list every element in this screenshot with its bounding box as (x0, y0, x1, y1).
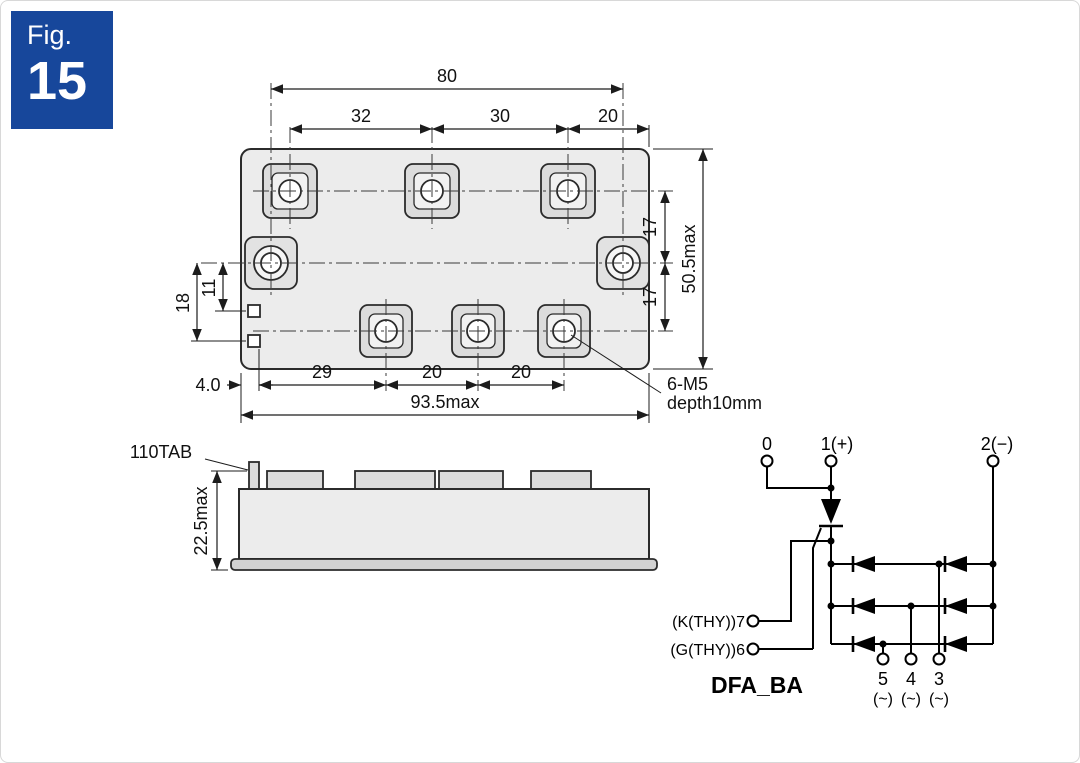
terminal-4-label: 4 (906, 669, 916, 689)
tab-label: 110TAB (130, 442, 192, 462)
dim-bottom-seg3: 20 (511, 362, 531, 382)
terminal-5-label: 5 (878, 669, 888, 689)
faston-tab-2 (247, 334, 261, 348)
diode-6 (943, 636, 967, 652)
tab-leader (204, 458, 249, 471)
terminal-3-pin (932, 652, 946, 666)
terminal-block-side-4 (530, 470, 592, 490)
terminal-block-side-1 (266, 470, 324, 490)
ac-mark-5: (~) (873, 691, 893, 708)
figure-badge: Fig. 15 (11, 11, 113, 129)
diode-5 (851, 636, 875, 652)
terminal-block-side-3 (438, 470, 504, 490)
dim-right-lower: 17 (640, 287, 660, 307)
diode-3 (851, 598, 875, 614)
terminal-6-pin (746, 642, 760, 656)
terminal-4-pin (904, 652, 918, 666)
dim-bottom-seg2: 20 (422, 362, 442, 382)
thyristor-symbol (819, 499, 843, 528)
terminal-block-side-2 (354, 470, 436, 490)
dim-left-inner: 11 (199, 279, 219, 298)
terminal-7-label: (K(THY))7 (672, 614, 745, 631)
terminal-6-label: (G(THY))6 (670, 642, 745, 659)
baseplate-side (230, 558, 658, 571)
dim-side-height: 22.5max (191, 486, 211, 555)
ac-mark-4: (~) (901, 691, 921, 708)
dim-bottom-offset: 4.0 (195, 375, 220, 395)
dim-width-overall: 93.5max (410, 392, 479, 412)
center-lines (201, 83, 673, 391)
diode-2 (943, 556, 967, 572)
side-view: 110TAB 22.5max (130, 442, 658, 571)
dim-left-outer: 18 (173, 293, 193, 313)
schematic-title: DFA_BA (711, 672, 803, 698)
terminal-1-label: 1(+) (821, 434, 854, 454)
terminal-7-pin (746, 614, 760, 628)
terminal-3-label: 3 (934, 669, 944, 689)
top-view: 80 32 30 20 17 17 50.5max 11 18 4.0 29 2… (173, 66, 762, 423)
dim-top-seg1: 32 (351, 106, 371, 126)
figure-number: 15 (27, 50, 88, 111)
faston-tab-side (248, 461, 260, 491)
terminal-1-pin (824, 454, 838, 468)
terminal-0-label: 0 (762, 434, 772, 454)
dim-top-seg3: 20 (598, 106, 618, 126)
screw-note-line1: 6-M5 (667, 374, 708, 394)
ac-mark-3: (~) (929, 691, 949, 708)
screw-note-leader (570, 334, 662, 394)
screw-note-line2: depth10mm (667, 393, 762, 413)
terminal-2-label: 2(−) (981, 434, 1014, 454)
dim-right-upper: 17 (640, 217, 660, 237)
terminal-0-pin (760, 454, 774, 468)
figure-label: Fig. (27, 20, 73, 50)
dim-top-seg2: 30 (490, 106, 510, 126)
dim-bottom-seg1: 29 (312, 362, 332, 382)
module-body-side (238, 488, 650, 560)
terminal-2-pin (986, 454, 1000, 468)
dim-height-overall: 50.5max (679, 224, 699, 293)
junction-dots (827, 484, 997, 648)
dim-mount-pitch: 80 (437, 66, 457, 86)
terminal-5-pin (876, 652, 890, 666)
diode-1 (851, 556, 875, 572)
faston-tab-1 (247, 304, 261, 318)
circuit-schematic: 0 1(+) 2(−) (670, 434, 1013, 708)
diode-4 (943, 598, 967, 614)
